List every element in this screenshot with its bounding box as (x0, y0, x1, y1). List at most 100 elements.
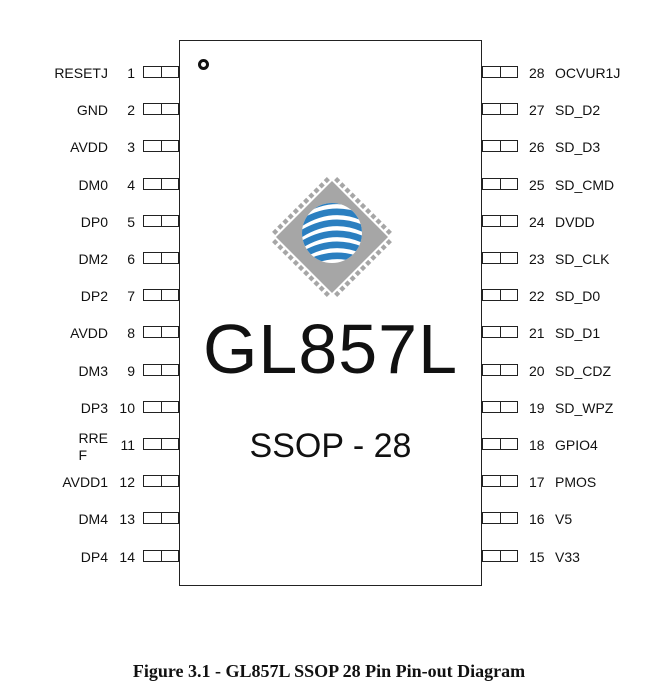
pin-number: 28 (529, 65, 545, 81)
pin-6: 6 DM2 (0, 251, 658, 267)
pin1-indicator (198, 59, 209, 70)
pin-name: DP0 (80, 213, 108, 230)
pin-28: 28 OCVUR1J (0, 65, 658, 81)
globe-logo-icon (272, 177, 392, 297)
pin-number: 3 (127, 139, 135, 156)
pin-pad (482, 512, 518, 525)
pin-pad (482, 214, 518, 227)
pin-pad (143, 475, 179, 488)
pin-name: SD_D0 (555, 288, 601, 305)
pin-23: 23 SD_CLK (0, 251, 658, 267)
pin-3: 3 AVDD (0, 139, 658, 156)
pin-number: 18 (529, 437, 545, 453)
pin-number: 19 (529, 399, 545, 416)
pin-name: V33 (555, 548, 580, 565)
pin-number: 21 (529, 325, 545, 342)
pin-name: SD_CLK (555, 251, 610, 267)
pin-number: 27 (529, 102, 545, 119)
pin-number: 26 (529, 139, 545, 156)
pin-7: 7 DP2 (0, 288, 658, 305)
pin-pad (143, 400, 179, 413)
pin-name: SD_CDZ (555, 362, 612, 379)
pin-27: 27 SD_D2 (0, 102, 658, 119)
pin-10: 10 DP3 (0, 399, 658, 416)
pin-name: DP3 (80, 399, 108, 416)
pin-pad (143, 549, 179, 562)
pin-name: DM4 (78, 511, 108, 528)
part-number: GL857L (202, 310, 459, 388)
pin-number: 13 (119, 511, 135, 528)
package-label: SSOP - 28 (249, 427, 412, 465)
pin-number: 10 (119, 399, 135, 416)
pin-number: 6 (127, 251, 135, 267)
pin-name: SD_D2 (555, 102, 601, 119)
pin-pad (482, 400, 518, 413)
figure-caption: Figure 3.1 - GL857L SSOP 28 Pin Pin-out … (132, 661, 526, 681)
pin-number: 7 (127, 288, 135, 305)
pin-5: 5 DP0 (0, 213, 658, 230)
pin-name: RESETJ (54, 65, 108, 81)
pin-name: PMOS (555, 474, 597, 491)
pin-number: 16 (529, 511, 545, 528)
pin-number: 25 (529, 176, 545, 193)
pin-number: 23 (529, 251, 545, 267)
pin-pad (482, 177, 518, 190)
pin-pad (482, 252, 518, 264)
pin-pad (143, 326, 179, 339)
pin-pad (143, 289, 179, 302)
pin-22: 22 SD_D0 (0, 288, 658, 305)
pin-number: 17 (529, 474, 545, 491)
chip-body: GL857L SSOP - 28 (179, 40, 482, 586)
pin-number: 11 (120, 437, 135, 453)
pin-name: OCVUR1J (555, 65, 621, 81)
pin-name: V5 (555, 511, 573, 528)
pin-name: RRE F (78, 430, 108, 463)
pin-number: 15 (529, 548, 545, 565)
pin-21: 21 SD_D1 (0, 325, 658, 342)
pin-name: AVDD (70, 139, 108, 156)
pin-pad (143, 438, 179, 450)
pin-pad (482, 549, 518, 562)
pin-pad (143, 363, 179, 376)
pin-number: 1 (127, 65, 135, 81)
pin-name: GND (76, 102, 108, 119)
pin-pad (143, 66, 179, 78)
pin-13: 13 DM4 (0, 511, 658, 528)
pin-number: 4 (127, 176, 135, 193)
pin-name: DM3 (78, 362, 108, 379)
pin-name: DVDD (555, 213, 595, 230)
pin-24: 24 DVDD (0, 213, 658, 230)
pin-pad (143, 103, 179, 116)
pin-name: DP2 (80, 288, 108, 305)
pin-number: 2 (127, 102, 135, 119)
pin-name: SD_D1 (555, 325, 601, 342)
pin-number: 24 (529, 213, 545, 230)
pin-pad (482, 475, 518, 488)
pin-number: 12 (119, 474, 135, 491)
pin-25: 25 SD_CMD (0, 176, 658, 193)
pin-17: 17 PMOS (0, 474, 658, 491)
pin-pad (482, 140, 518, 153)
pin-name: SD_CMD (555, 176, 615, 193)
pin-name: GPIO4 (555, 437, 598, 453)
pin-pad (143, 252, 179, 264)
pin-number: 14 (119, 548, 135, 565)
pin-pad (482, 289, 518, 302)
pin-pad (482, 363, 518, 376)
pin-pad (482, 66, 518, 78)
pin-number: 9 (127, 362, 135, 379)
pin-pad (482, 438, 518, 450)
pin-name: SD_D3 (555, 139, 601, 156)
pin-number: 8 (127, 325, 135, 342)
pin-18: 18 GPIO4 (0, 437, 658, 453)
pin-name: DM2 (78, 251, 108, 267)
pin-number: 22 (529, 288, 545, 305)
pin-number: 5 (127, 213, 135, 230)
pin-number: 20 (529, 362, 545, 379)
pin-pad (482, 326, 518, 339)
